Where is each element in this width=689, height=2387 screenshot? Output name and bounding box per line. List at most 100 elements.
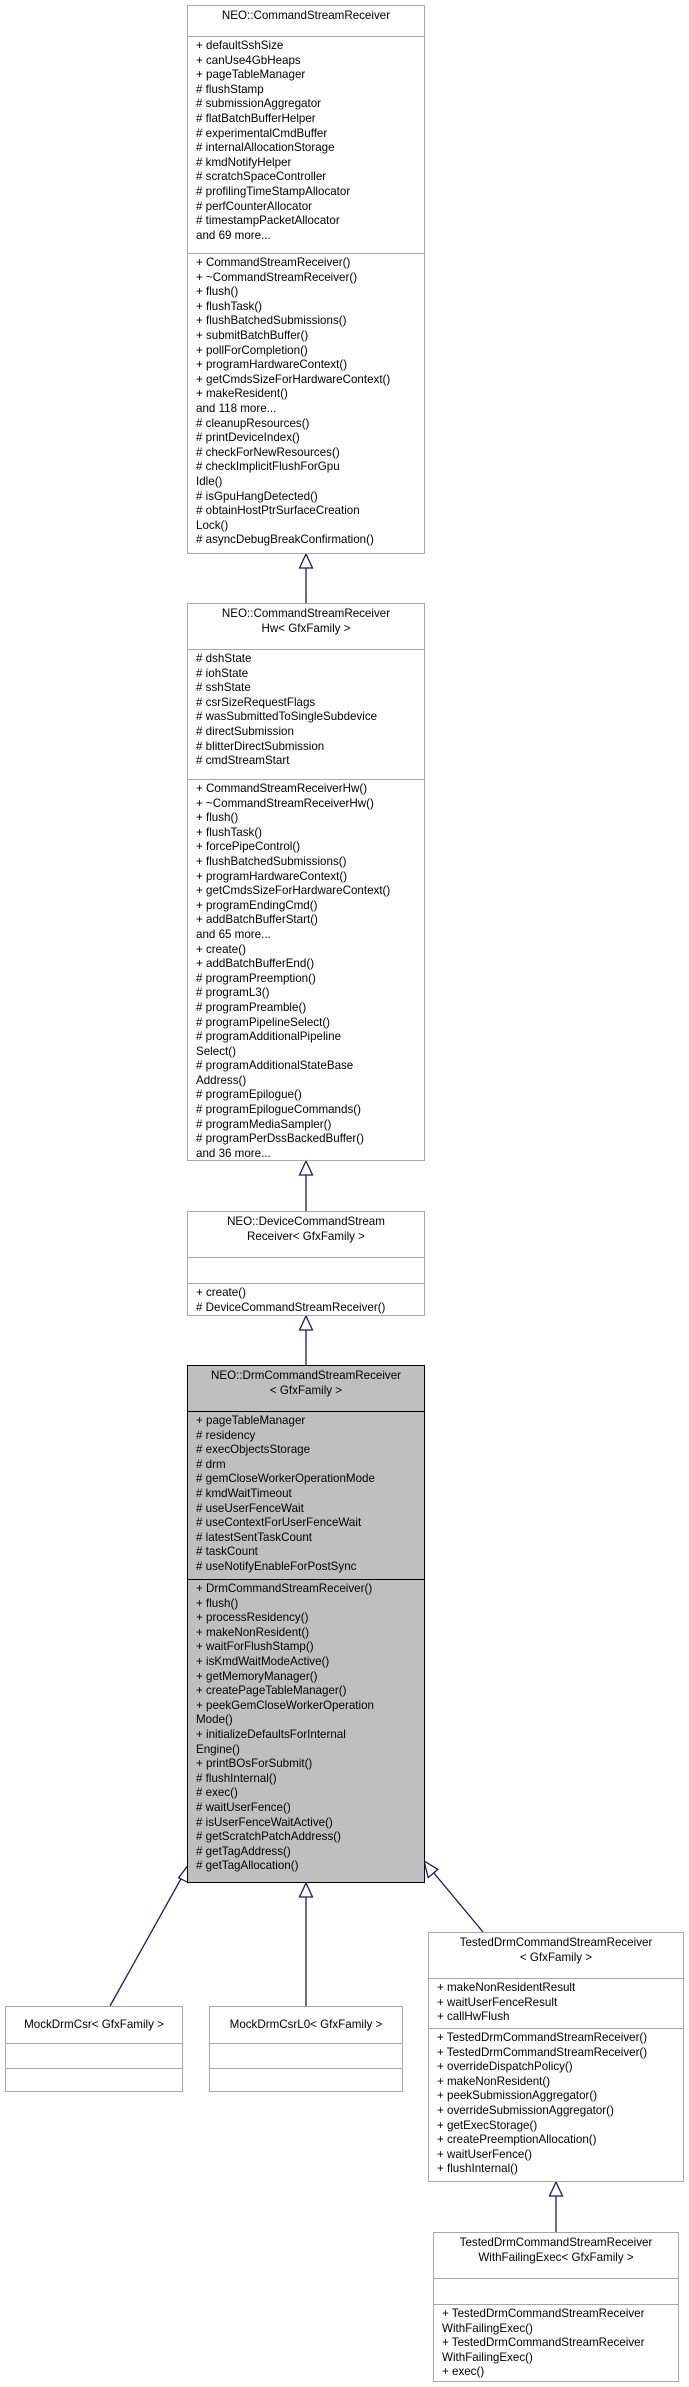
attribute: + pageTableManager [196,68,306,82]
attribute: # flatBatchBufferHelper [196,111,316,125]
class-box-tested-drm-csr-with-failing-exec[interactable]: TestedDrmCommandStreamReceiver WithFaili… [433,2232,679,2382]
class-name: NEO::CommandStreamReceiver [221,9,391,22]
attribute: # drm [196,1457,226,1471]
class-title: MockDrmCsrL0< GfxFamily > [210,2007,402,2043]
method: Mode() [196,1713,233,1727]
method: + waitForFlushStamp() [196,1640,314,1654]
method: + create() [196,1286,246,1299]
attribute: # useUserFenceWait [196,1501,304,1515]
attribute: # kmdWaitTimeout [196,1486,292,1500]
method: # asyncDebugBreakConfirmation() [196,533,374,547]
class-name: MockDrmCsr< GfxFamily > [24,2018,164,2031]
method: # checkForNewResources() [196,445,340,459]
class-box-mock-drm-csr[interactable]: MockDrmCsr< GfxFamily > [5,2006,183,2092]
attribute: # submissionAggregator [196,97,322,111]
method: # programPreemption() [196,971,316,985]
attribute: + canUse4GbHeaps [196,53,301,67]
method: # exec() [196,1786,238,1800]
class-box-tested-drm-command-stream-receiver[interactable]: TestedDrmCommandStreamReceiver < GfxFami… [428,1932,684,2182]
method: # programPerDssBackedBuffer() [196,1132,364,1146]
attribute: # dshState [196,652,252,665]
method: + flushBatchedSubmissions() [196,314,347,328]
method: + TestedDrmCommandStreamReceiver() [437,2045,648,2059]
class-box-drm-command-stream-receiver[interactable]: NEO::DrmCommandStreamReceiver < GfxFamil… [187,1365,425,1883]
attribute: # kmdNotifyHelper [196,155,292,169]
method: # getTagAllocation() [196,1859,299,1873]
method: + getMemoryManager() [196,1669,318,1683]
methods-section [210,2068,402,2091]
method: + CommandStreamReceiverHw() [196,782,368,795]
method: + addBatchBufferStart() [196,913,318,927]
method: # programL3() [196,986,270,1000]
method: + createPreemptionAllocation() [437,2133,597,2147]
method: # programAdditionalPipeline [196,1030,342,1044]
method: + flushTask() [196,825,263,839]
attribute: # experimentalCmdBuffer [196,126,328,140]
method: Idle() [196,474,223,488]
method: + initializeDefaultsForInternal [196,1727,346,1741]
method: + peekSubmissionAggregator() [437,2089,598,2103]
method: # flushInternal() [196,1771,277,1785]
class-name: WithFailingExec< GfxFamily > [478,2250,634,2264]
method: # obtainHostPtrSurfaceCreation [196,504,360,518]
class-box-command-stream-receiver[interactable]: NEO::CommandStreamReceiver + defaultSshS… [187,5,425,554]
method: + getCmdsSizeForHardwareContext() [196,372,391,386]
attribute: + waitUserFenceResult [437,1995,558,2009]
class-name: < GfxFamily > [519,1950,593,1964]
class-title: NEO::CommandStreamReceiver Hw< GfxFamily… [188,604,424,649]
method: + ~CommandStreamReceiverHw() [196,796,374,810]
attribute: # wasSubmittedToSingleSubdevice [196,710,378,724]
method: + flushBatchedSubmissions() [196,854,347,868]
edge-devicecsr-to-csrhw [298,1159,314,1211]
class-name: MockDrmCsrL0< GfxFamily > [229,2018,383,2031]
attribute: + defaultSshSize [196,39,284,52]
method: + create() [196,942,246,956]
attribute: # useContextForUserFenceWait [196,1516,362,1530]
method: + getExecStorage() [437,2118,538,2132]
attribute: # execObjectsStorage [196,1443,311,1457]
edge-testedfailing-to-testeddrmcsr [548,2180,564,2232]
attribute: # scratchSpaceController [196,170,327,184]
methods-section [6,2068,182,2091]
attribute: + makeNonResidentResult [437,1981,576,1994]
attribute: # csrSizeRequestFlags [196,695,316,709]
attribute: # useNotifyEnableForPostSync [196,1559,357,1573]
class-box-command-stream-receiver-hw[interactable]: NEO::CommandStreamReceiver Hw< GfxFamily… [187,603,425,1161]
method: # getTagAddress() [196,1844,291,1858]
attributes-section [434,2278,678,2304]
attribute: + pageTableManager [196,1414,306,1427]
method: + createPageTableManager() [196,1684,347,1698]
method: + processResidency() [196,1611,309,1625]
attribute: # perfCounterAllocator [196,199,312,213]
method: + DrmCommandStreamReceiver() [196,1582,373,1595]
method: + pollForCompletion() [196,343,308,357]
class-title: TestedDrmCommandStreamReceiver < GfxFami… [429,1933,683,1978]
method: + waitUserFence() [437,2147,533,2161]
class-box-mock-drm-csr-l0[interactable]: MockDrmCsrL0< GfxFamily > [209,2006,403,2092]
class-title: NEO::DeviceCommandStream Receiver< GfxFa… [188,1212,424,1257]
attribute: # latestSentTaskCount [196,1530,313,1544]
attribute: # profilingTimeStampAllocator [196,184,351,198]
method: Select() [196,1044,236,1058]
method: # getScratchPatchAddress() [196,1830,341,1844]
attribute: # iohState [196,666,249,680]
method: and 118 more... [196,401,277,415]
method: # cleanupResources() [196,416,310,430]
class-title: TestedDrmCommandStreamReceiver WithFaili… [434,2233,678,2278]
edge-csrhw-to-csr [298,552,314,603]
method: + overrideSubmissionAggregator() [437,2103,614,2117]
attribute: # flushStamp [196,82,264,96]
method: Address() [196,1073,247,1087]
attribute: # gemCloseWorkerOperationMode [196,1472,375,1486]
method: + exec() [442,2365,485,2379]
attribute: # directSubmission [196,724,294,738]
methods-section: + CommandStreamReceiverHw() + ~CommandSt… [188,779,424,1163]
attributes-section [188,1257,424,1283]
class-box-device-command-stream-receiver[interactable]: NEO::DeviceCommandStream Receiver< GfxFa… [187,1211,425,1316]
class-name: TestedDrmCommandStreamReceiver [459,2236,653,2249]
class-title: NEO::CommandStreamReceiver [188,6,424,36]
attributes-section: + makeNonResidentResult + waitUserFenceR… [429,1978,683,2028]
class-name: NEO::CommandStreamReceiver [221,607,391,620]
attribute: + callHwFlush [437,2010,510,2024]
method: + printBOsForSubmit() [196,1757,313,1771]
